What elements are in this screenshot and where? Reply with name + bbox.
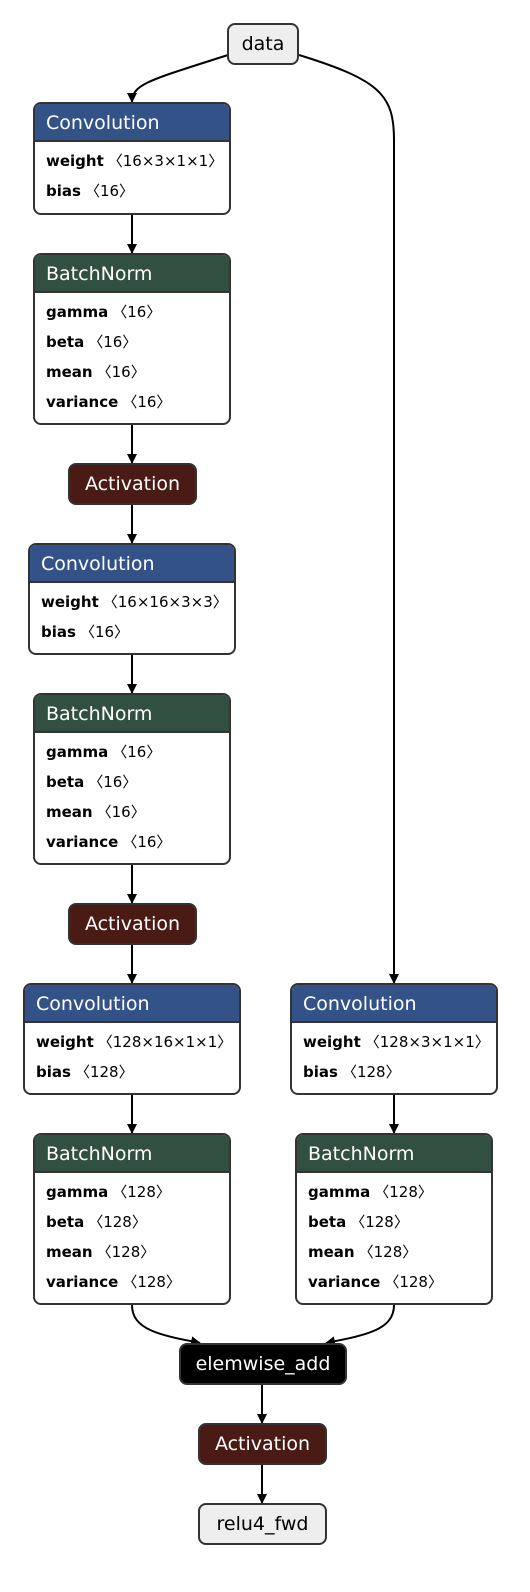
- edge-data-conv1: [127, 54, 229, 103]
- attr-beta: beta〈128〉: [46, 1213, 147, 1231]
- edge-bnsc-add: [325, 1304, 395, 1347]
- attr-gamma: gamma〈128〉: [46, 1183, 171, 1201]
- batchnorm-node-shortcut[interactable]: BatchNorm gamma〈128〉 beta〈128〉 mean〈128〉…: [295, 1133, 493, 1305]
- activation-node-1-label: Activation: [84, 473, 181, 495]
- edge-bn3-add: [131, 1304, 201, 1347]
- attr-beta: beta〈16〉: [46, 333, 138, 351]
- output-node-label: relu4_fwd: [216, 1513, 309, 1535]
- attr-bias: bias〈16〉: [46, 182, 135, 200]
- data-node-label: data: [241, 33, 285, 55]
- batchnorm-node-3[interactable]: BatchNorm gamma〈128〉 beta〈128〉 mean〈128〉…: [33, 1133, 231, 1305]
- attr-weight: weight〈128×16×1×1〉: [36, 1033, 233, 1051]
- activation-node-3-label: Activation: [214, 1433, 311, 1455]
- attr-weight: weight〈128×3×1×1〉: [303, 1033, 490, 1051]
- attr-mean: mean〈16〉: [46, 363, 146, 381]
- data-node[interactable]: data: [227, 23, 299, 65]
- convolution-node-shortcut[interactable]: Convolution weight〈128×3×1×1〉 bias〈128〉: [290, 983, 498, 1095]
- convolution-node-2-title: Convolution: [30, 545, 234, 583]
- activation-node-2[interactable]: Activation: [68, 903, 197, 945]
- convolution-node-3[interactable]: Convolution weight〈128×16×1×1〉 bias〈128〉: [23, 983, 241, 1095]
- elemwise-add-node-label: elemwise_add: [195, 1353, 331, 1375]
- attr-weight: weight〈16×16×3×3〉: [41, 593, 228, 611]
- attr-mean: mean〈16〉: [46, 803, 146, 821]
- attr-beta: beta〈16〉: [46, 773, 138, 791]
- attr-mean: mean〈128〉: [308, 1243, 418, 1261]
- elemwise-add-node[interactable]: elemwise_add: [179, 1343, 347, 1385]
- activation-node-1[interactable]: Activation: [68, 463, 197, 505]
- batchnorm-node-2-title: BatchNorm: [35, 695, 229, 733]
- output-node[interactable]: relu4_fwd: [198, 1503, 327, 1545]
- edge-data-conv-shortcut: [298, 54, 399, 984]
- attr-beta: beta〈128〉: [308, 1213, 409, 1231]
- attr-variance: variance〈128〉: [308, 1273, 443, 1291]
- convolution-node-3-title: Convolution: [25, 985, 239, 1023]
- attr-bias: bias〈128〉: [36, 1063, 134, 1081]
- attr-variance: variance〈128〉: [46, 1273, 181, 1291]
- attr-gamma: gamma〈16〉: [46, 743, 162, 761]
- batchnorm-node-shortcut-title: BatchNorm: [297, 1135, 491, 1173]
- activation-node-3[interactable]: Activation: [198, 1423, 327, 1465]
- attr-gamma: gamma〈128〉: [308, 1183, 433, 1201]
- convolution-node-2[interactable]: Convolution weight〈16×16×3×3〉 bias〈16〉: [28, 543, 236, 655]
- attr-gamma: gamma〈16〉: [46, 303, 162, 321]
- convolution-node-shortcut-title: Convolution: [292, 985, 496, 1023]
- attr-variance: variance〈16〉: [46, 393, 172, 411]
- convolution-node-1-title: Convolution: [35, 104, 229, 142]
- activation-node-2-label: Activation: [84, 913, 181, 935]
- attr-bias: bias〈128〉: [303, 1063, 401, 1081]
- attr-weight: weight〈16×3×1×1〉: [46, 152, 224, 170]
- batchnorm-node-3-title: BatchNorm: [35, 1135, 229, 1173]
- attr-bias: bias〈16〉: [41, 623, 130, 641]
- convolution-node-1[interactable]: Convolution weight〈16×3×1×1〉 bias〈16〉: [33, 102, 231, 215]
- attr-mean: mean〈128〉: [46, 1243, 156, 1261]
- batchnorm-node-1-title: BatchNorm: [35, 255, 229, 293]
- batchnorm-node-1[interactable]: BatchNorm gamma〈16〉 beta〈16〉 mean〈16〉 va…: [33, 253, 231, 425]
- attr-variance: variance〈16〉: [46, 833, 172, 851]
- batchnorm-node-2[interactable]: BatchNorm gamma〈16〉 beta〈16〉 mean〈16〉 va…: [33, 693, 231, 865]
